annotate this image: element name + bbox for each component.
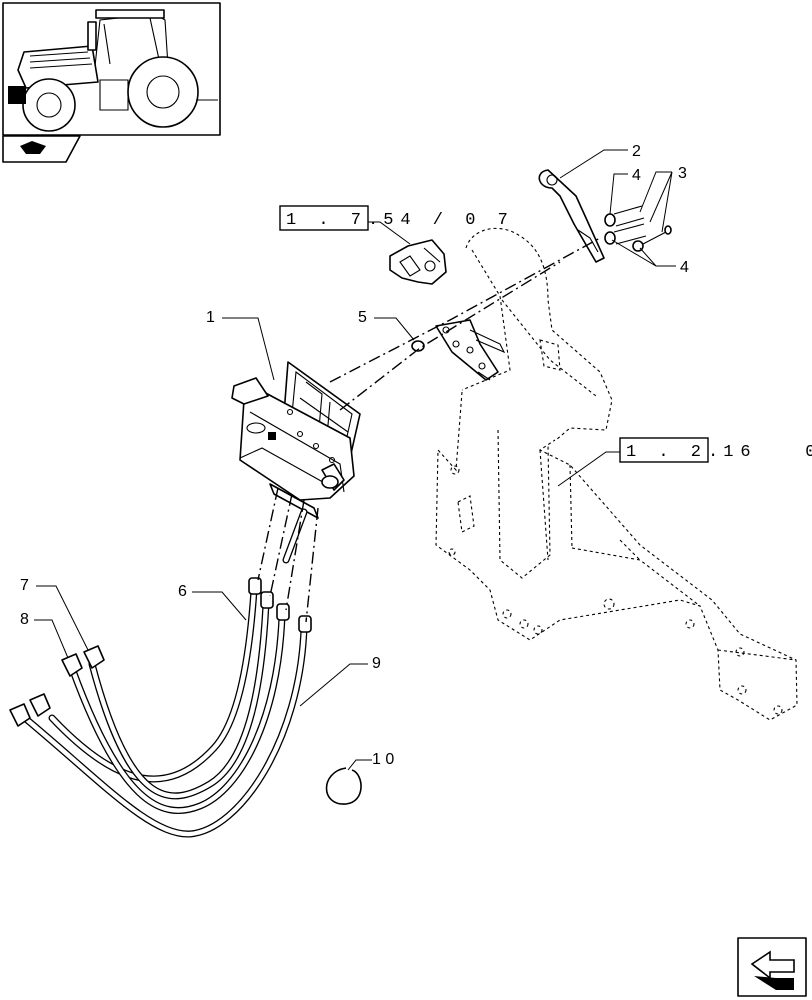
callout-8: 8 [20,611,29,628]
callout-1: 1 [206,309,215,326]
reference-1-21-6-01[interactable]: 1 . 2 1 . 6 0 1 [619,437,812,463]
snap-ring-part-10 [325,767,362,805]
callout-4-upper: 4 [632,167,641,184]
valve-block-part-1 [231,361,361,564]
tractor-front-frame [435,227,798,721]
referenced-connector-part [389,239,447,285]
next-page-arrow-icon[interactable] [737,937,807,997]
support-bracket [435,319,506,381]
assembly-centerlines [257,237,601,623]
reference-1-75-4-07[interactable]: 1 . 7 5 . 4 / 0 7 [279,205,514,231]
callout-4-lower: 4 [680,259,689,276]
bolts-and-washers [604,205,672,252]
hook-bracket-part-2 [538,169,605,263]
reference-boxed-text: 1 . 2 1 [626,443,739,462]
callout-7: 7 [20,577,29,594]
callout-2: 2 [632,143,641,160]
leader-lines [34,149,676,771]
callout-10: 1 0 [372,751,394,768]
reference-suffix-text: . 4 / 0 7 [368,211,514,230]
page-tab-icon[interactable] [2,135,81,163]
hoses-bundle [9,577,312,838]
callout-9: 9 [372,655,381,672]
callout-labels: 1 2 3 4 4 5 6 7 8 9 1 0 [20,143,689,768]
reference-suffix-text: . 6 0 1 [708,443,812,462]
callout-5: 5 [358,309,367,326]
reference-boxed-text: 1 . 7 5 [286,211,399,230]
callout-3: 3 [678,165,687,182]
callout-6: 6 [178,583,187,600]
tractor-thumbnail-icon [2,2,221,136]
